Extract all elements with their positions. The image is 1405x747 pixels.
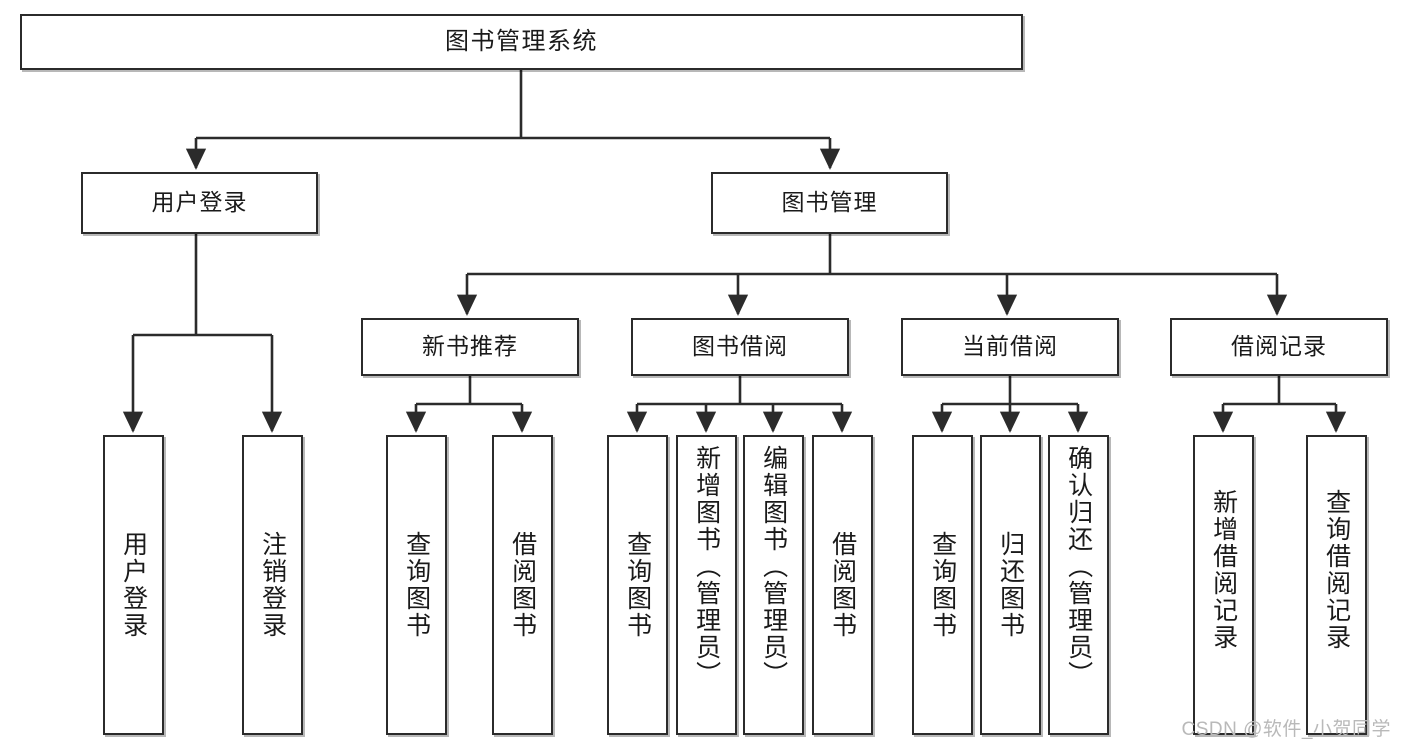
node-user-login[interactable]: 用户登录 bbox=[81, 172, 318, 234]
node-leaf-query-book-a[interactable]: 查询图书 bbox=[386, 435, 447, 735]
node-leaf-borrow-book-b-label: 借阅图书 bbox=[828, 531, 857, 639]
node-leaf-confirm-return-admin[interactable]: 确认归还（管理员） bbox=[1048, 435, 1109, 735]
node-borrow-record-label: 借阅记录 bbox=[1231, 333, 1327, 360]
node-book-borrow-label: 图书借阅 bbox=[692, 333, 788, 360]
node-book-management[interactable]: 图书管理 bbox=[711, 172, 948, 234]
node-leaf-edit-book-admin-label: 编辑图书（管理员） bbox=[759, 445, 788, 688]
node-leaf-edit-book-admin[interactable]: 编辑图书（管理员） bbox=[743, 435, 804, 735]
node-leaf-user-login-label: 用户登录 bbox=[119, 531, 148, 639]
node-leaf-return-book[interactable]: 归还图书 bbox=[980, 435, 1041, 735]
node-leaf-query-book-c-label: 查询图书 bbox=[928, 531, 957, 639]
node-leaf-add-borrow-record[interactable]: 新增借阅记录 bbox=[1193, 435, 1254, 735]
watermark: CSDN @软件_小贺同学 bbox=[1181, 719, 1391, 740]
node-leaf-query-borrow-record-label: 查询借阅记录 bbox=[1322, 489, 1351, 651]
node-leaf-query-book-c[interactable]: 查询图书 bbox=[912, 435, 973, 735]
node-new-book-recommend[interactable]: 新书推荐 bbox=[361, 318, 579, 376]
node-leaf-logout[interactable]: 注销登录 bbox=[242, 435, 303, 735]
node-leaf-return-book-label: 归还图书 bbox=[996, 531, 1025, 639]
node-leaf-add-borrow-record-label: 新增借阅记录 bbox=[1209, 489, 1238, 651]
node-book-management-label: 图书管理 bbox=[781, 189, 878, 216]
node-leaf-borrow-book-b[interactable]: 借阅图书 bbox=[812, 435, 873, 735]
node-leaf-borrow-book-a[interactable]: 借阅图书 bbox=[492, 435, 553, 735]
node-leaf-borrow-book-a-label: 借阅图书 bbox=[508, 531, 537, 639]
node-leaf-add-book-admin[interactable]: 新增图书（管理员） bbox=[676, 435, 737, 735]
node-new-book-recommend-label: 新书推荐 bbox=[422, 333, 518, 360]
node-root[interactable]: 图书管理系统 bbox=[20, 14, 1023, 70]
node-current-borrow[interactable]: 当前借阅 bbox=[901, 318, 1119, 376]
node-leaf-query-book-b-label: 查询图书 bbox=[623, 531, 652, 639]
node-root-label: 图书管理系统 bbox=[445, 27, 598, 55]
node-leaf-query-borrow-record[interactable]: 查询借阅记录 bbox=[1306, 435, 1367, 735]
node-leaf-logout-label: 注销登录 bbox=[258, 531, 287, 639]
node-user-login-label: 用户登录 bbox=[151, 189, 248, 216]
node-leaf-user-login[interactable]: 用户登录 bbox=[103, 435, 164, 735]
node-leaf-query-book-a-label: 查询图书 bbox=[402, 531, 431, 639]
node-leaf-add-book-admin-label: 新增图书（管理员） bbox=[692, 445, 721, 688]
node-current-borrow-label: 当前借阅 bbox=[962, 333, 1058, 360]
node-borrow-record[interactable]: 借阅记录 bbox=[1170, 318, 1388, 376]
node-book-borrow[interactable]: 图书借阅 bbox=[631, 318, 849, 376]
node-leaf-query-book-b[interactable]: 查询图书 bbox=[607, 435, 668, 735]
node-leaf-confirm-return-admin-label: 确认归还（管理员） bbox=[1064, 445, 1093, 688]
